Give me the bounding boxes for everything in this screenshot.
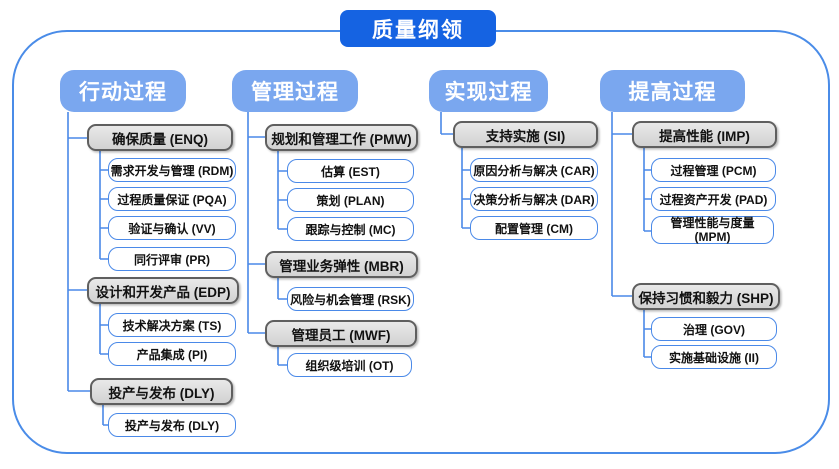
connector-imp-children xyxy=(643,147,651,232)
node-dly: 投产与发布 (DLY) xyxy=(90,378,233,405)
node-pcm: 过程管理 (PCM) xyxy=(651,158,776,182)
connector-enq-children xyxy=(99,151,108,260)
node-gov: 治理 (GOV) xyxy=(651,317,777,341)
node-rdm: 需求开发与管理 (RDM) xyxy=(108,158,236,182)
connector-mbr-children xyxy=(277,277,287,300)
column-header-action-process: 行动过程 xyxy=(60,70,186,112)
node-vv: 验证与确认 (VV) xyxy=(108,216,236,240)
node-mwf: 管理员工 (MWF) xyxy=(265,320,417,347)
node-cm: 配置管理 (CM) xyxy=(470,216,598,240)
node-ot: 组织级培训 (OT) xyxy=(287,353,412,377)
connector-col3-trunk xyxy=(440,112,453,135)
node-est: 估算 (EST) xyxy=(287,159,414,183)
node-imp: 提高性能 (IMP) xyxy=(632,121,777,148)
node-edp: 设计和开发产品 (EDP) xyxy=(87,277,239,304)
column-header-implement-process: 实现过程 xyxy=(429,70,548,112)
node-pqa: 过程质量保证 (PQA) xyxy=(108,187,236,211)
connector-col2-trunk xyxy=(247,112,265,334)
node-ts: 技术解决方案 (TS) xyxy=(108,313,236,337)
node-mbr: 管理业务弹性 (MBR) xyxy=(265,251,418,278)
connector-col1-trunk xyxy=(67,112,90,392)
node-dar: 决策分析与解决 (DAR) xyxy=(470,187,598,211)
node-pr: 同行评审 (PR) xyxy=(108,247,236,271)
node-shp: 保持习惯和毅力 (SHP) xyxy=(632,283,780,310)
connector-dly-children xyxy=(102,404,108,426)
node-pmw: 规划和管理工作 (PMW) xyxy=(265,124,418,151)
node-rsk: 风险与机会管理 (RSK) xyxy=(287,287,414,311)
node-car: 原因分析与解决 (CAR) xyxy=(470,158,598,182)
column-header-management-process: 管理过程 xyxy=(232,70,358,112)
node-ii: 实施基础设施 (II) xyxy=(651,345,777,369)
connector-si-children xyxy=(461,147,470,229)
node-dly-child: 投产与发布 (DLY) xyxy=(108,413,236,437)
connector-edp-children xyxy=(99,303,108,355)
node-plan: 策划 (PLAN) xyxy=(287,188,414,212)
node-pad: 过程资产开发 (PAD) xyxy=(651,187,776,211)
node-pi: 产品集成 (PI) xyxy=(108,342,236,366)
diagram-title: 质量纲领 xyxy=(340,10,496,47)
node-mc: 跟踪与控制 (MC) xyxy=(287,217,414,241)
node-enq: 确保质量 (ENQ) xyxy=(87,124,233,151)
connector-mwf-children xyxy=(277,346,287,366)
connector-col4-trunk xyxy=(611,112,632,297)
node-mpm: 管理性能与度量 (MPM) xyxy=(651,216,774,244)
column-header-improve-process: 提高过程 xyxy=(600,70,745,112)
connector-pmw-children xyxy=(277,150,287,230)
node-si: 支持实施 (SI) xyxy=(453,121,598,148)
connector-shp-children xyxy=(643,309,651,358)
